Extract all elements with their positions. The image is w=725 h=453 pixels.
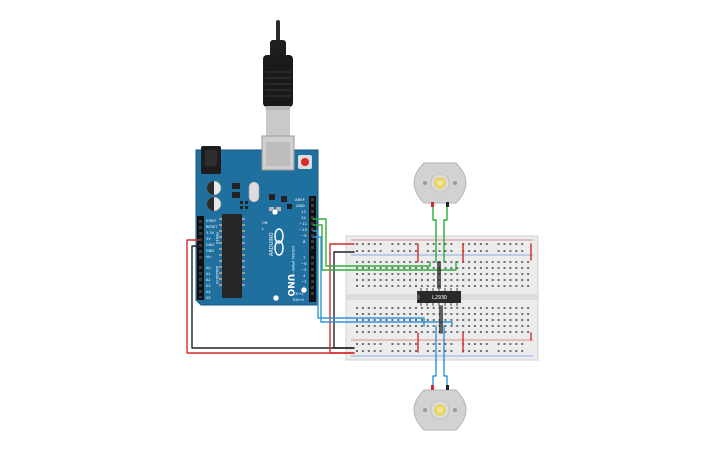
model-label: UNO [285, 274, 295, 297]
dc-motor-bottom[interactable] [413, 385, 467, 431]
pin-label-5v: 5V [206, 237, 211, 241]
pin-label-10: ~10 [299, 227, 308, 232]
power-label: POWER [215, 232, 219, 245]
wire-green-motor1-a[interactable] [432, 205, 437, 263]
wire-blue-motor2-b[interactable] [443, 325, 448, 389]
driver-chip-label: L293D [432, 295, 447, 301]
pin-label-13: 13 [301, 209, 306, 214]
analog-in-label: ANALOG IN [215, 266, 219, 284]
pin-label-12: 12 [301, 215, 306, 220]
arduino-uno-board[interactable]: ARDUINO UNO ON L AREF GND 13 12 ~11 ~10 … [195, 135, 319, 306]
wire-blue-motor2-a[interactable] [432, 325, 437, 389]
wire-red-5v[interactable] [186, 239, 355, 354]
wire-black-rail[interactable] [333, 251, 355, 349]
arduino-logo [274, 228, 284, 256]
pin-label-ioref: IOREF [206, 219, 216, 223]
wire-blue-pin9[interactable] [312, 236, 453, 327]
wire-blue-pin10[interactable] [312, 230, 425, 327]
atmega-chip [222, 214, 242, 298]
usb-cable[interactable] [263, 20, 293, 136]
pin-label-9: ~9 [301, 233, 307, 238]
wire-black-gnd[interactable] [191, 245, 355, 349]
pin-label-7: 7 [303, 255, 306, 260]
pin-label-rx: RX←0 [293, 297, 304, 302]
pin-label-tx: TX→1 [292, 291, 304, 296]
pin-label-reset: RESET [206, 225, 218, 229]
pin-label-5: ~5 [301, 267, 307, 272]
led-on-label: ON [262, 221, 268, 225]
motor-driver-chip[interactable]: L293D [417, 288, 461, 306]
pin-label-8: 8 [303, 239, 306, 244]
wire-red-rail[interactable] [329, 243, 355, 354]
pin-label-a4: A4 [206, 290, 211, 294]
pin-label-a2: A2 [206, 278, 211, 282]
wire-green-pin11[interactable] [312, 224, 457, 271]
pin-label-a1: A1 [206, 272, 211, 276]
wire-green-pin12[interactable] [312, 218, 431, 267]
pin-label-a5: A5 [206, 296, 211, 300]
pin-label-11: ~11 [299, 221, 308, 226]
crystal [248, 181, 260, 203]
pin-label-3v3: 3.3V [206, 231, 215, 235]
pin-label-aref: AREF [295, 197, 305, 202]
pin-label-6: ~6 [301, 261, 307, 266]
breadboard-holes[interactable] [356, 243, 530, 352]
pin-label-gnd: GND [296, 203, 305, 208]
dc-motor-top[interactable] [413, 162, 467, 207]
pin-label-gnd2: GND [206, 249, 214, 253]
digital-pwm-label: DIGITAL (PWM~) [291, 246, 295, 276]
pin-label-gnd1: GND [206, 243, 214, 247]
pin-label-4: 4 [303, 273, 306, 278]
pin-label-a3: A3 [206, 284, 211, 288]
wire-green-motor1-b[interactable] [443, 205, 448, 263]
brand-label: ARDUINO [269, 232, 275, 256]
pin-label-vin: Vin [206, 255, 212, 259]
pin-label-a0: A0 [206, 266, 211, 270]
pin-label-3: ~3 [301, 279, 307, 284]
led-l-label: L [262, 227, 264, 231]
